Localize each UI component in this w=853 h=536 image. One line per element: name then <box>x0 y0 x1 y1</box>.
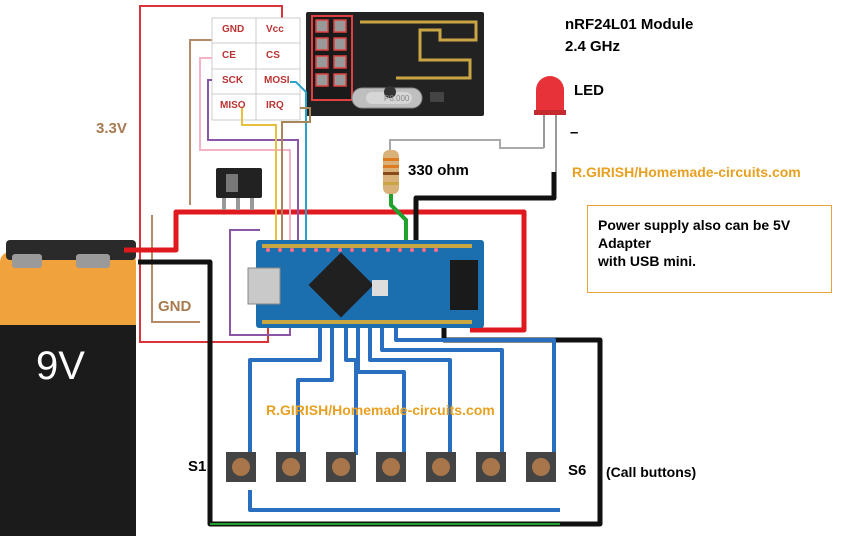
label-s6: S6 <box>568 462 587 479</box>
antenna-trace <box>360 20 478 80</box>
push-button-s7 <box>526 452 556 482</box>
pin-cs: CS <box>266 50 280 61</box>
module-title-line1: nRF24L01 Module <box>565 16 694 33</box>
push-button-s3 <box>326 452 356 482</box>
usb-mini-port <box>247 267 281 305</box>
crystal-label: P8.000 <box>384 94 410 103</box>
pin-mosi: MOSI <box>264 75 290 86</box>
wire-led-anode <box>389 139 544 150</box>
push-button-s2 <box>276 452 306 482</box>
pin-ce: CE <box>222 50 236 61</box>
icsp-header <box>450 260 478 310</box>
wire-mosi <box>290 81 307 240</box>
nrf-pin-header <box>211 17 301 121</box>
note-line-2: Adapter <box>598 235 651 251</box>
resistor-330 <box>383 150 399 194</box>
slide-switch <box>216 168 262 210</box>
wire-blue-buttons <box>248 328 560 512</box>
resistor-label: 330 ohm <box>408 162 469 179</box>
push-button-s4 <box>376 452 406 482</box>
wire-irq <box>281 107 311 240</box>
pin-irq: IRQ <box>266 100 284 111</box>
label-3v3: 3.3V <box>96 120 127 137</box>
label-gnd: GND <box>158 298 192 315</box>
led <box>534 76 566 172</box>
wire-miso <box>241 108 277 240</box>
wire-green-led <box>389 194 408 240</box>
pin-sck: SCK <box>222 75 244 86</box>
battery-label: 9V <box>36 344 85 388</box>
power-supply-note: Power supply also can be 5V Adapter with… <box>587 205 832 293</box>
wire-sck <box>207 79 299 240</box>
nrf24l01-module <box>306 12 484 116</box>
label-s1: S1 <box>188 458 207 475</box>
reset-button <box>372 280 388 296</box>
watermark-top: R.GIRISH/Homemade-circuits.com <box>572 164 801 180</box>
note-line-1: Power supply also can be 5V <box>598 217 791 233</box>
watermark-middle: R.GIRISH/Homemade-circuits.com <box>266 402 495 418</box>
call-buttons-label: (Call buttons) <box>606 464 697 480</box>
wire-purple-d2 <box>229 229 291 336</box>
push-button-s6 <box>476 452 506 482</box>
wire-3v3 <box>139 5 283 343</box>
pin-miso: MISO <box>220 100 246 111</box>
wire-gnd-brown <box>151 39 212 323</box>
push-button-s1 <box>226 452 256 482</box>
led-label: LED <box>574 82 604 99</box>
battery-terminal-plus <box>76 254 110 268</box>
wire-ce <box>199 57 291 240</box>
wire-red-power <box>124 209 527 333</box>
push-button-s5 <box>426 452 456 482</box>
battery-9v <box>0 240 136 536</box>
led-minus-label: – <box>570 124 579 141</box>
push-buttons <box>226 452 556 482</box>
pin-gnd: GND <box>222 24 245 35</box>
note-line-3: with USB mini. <box>598 253 696 269</box>
pin-vcc: Vcc <box>266 24 284 35</box>
module-title-line2: 2.4 GHz <box>565 38 621 55</box>
battery-terminal-minus <box>12 254 42 268</box>
arduino-nano <box>247 240 484 328</box>
